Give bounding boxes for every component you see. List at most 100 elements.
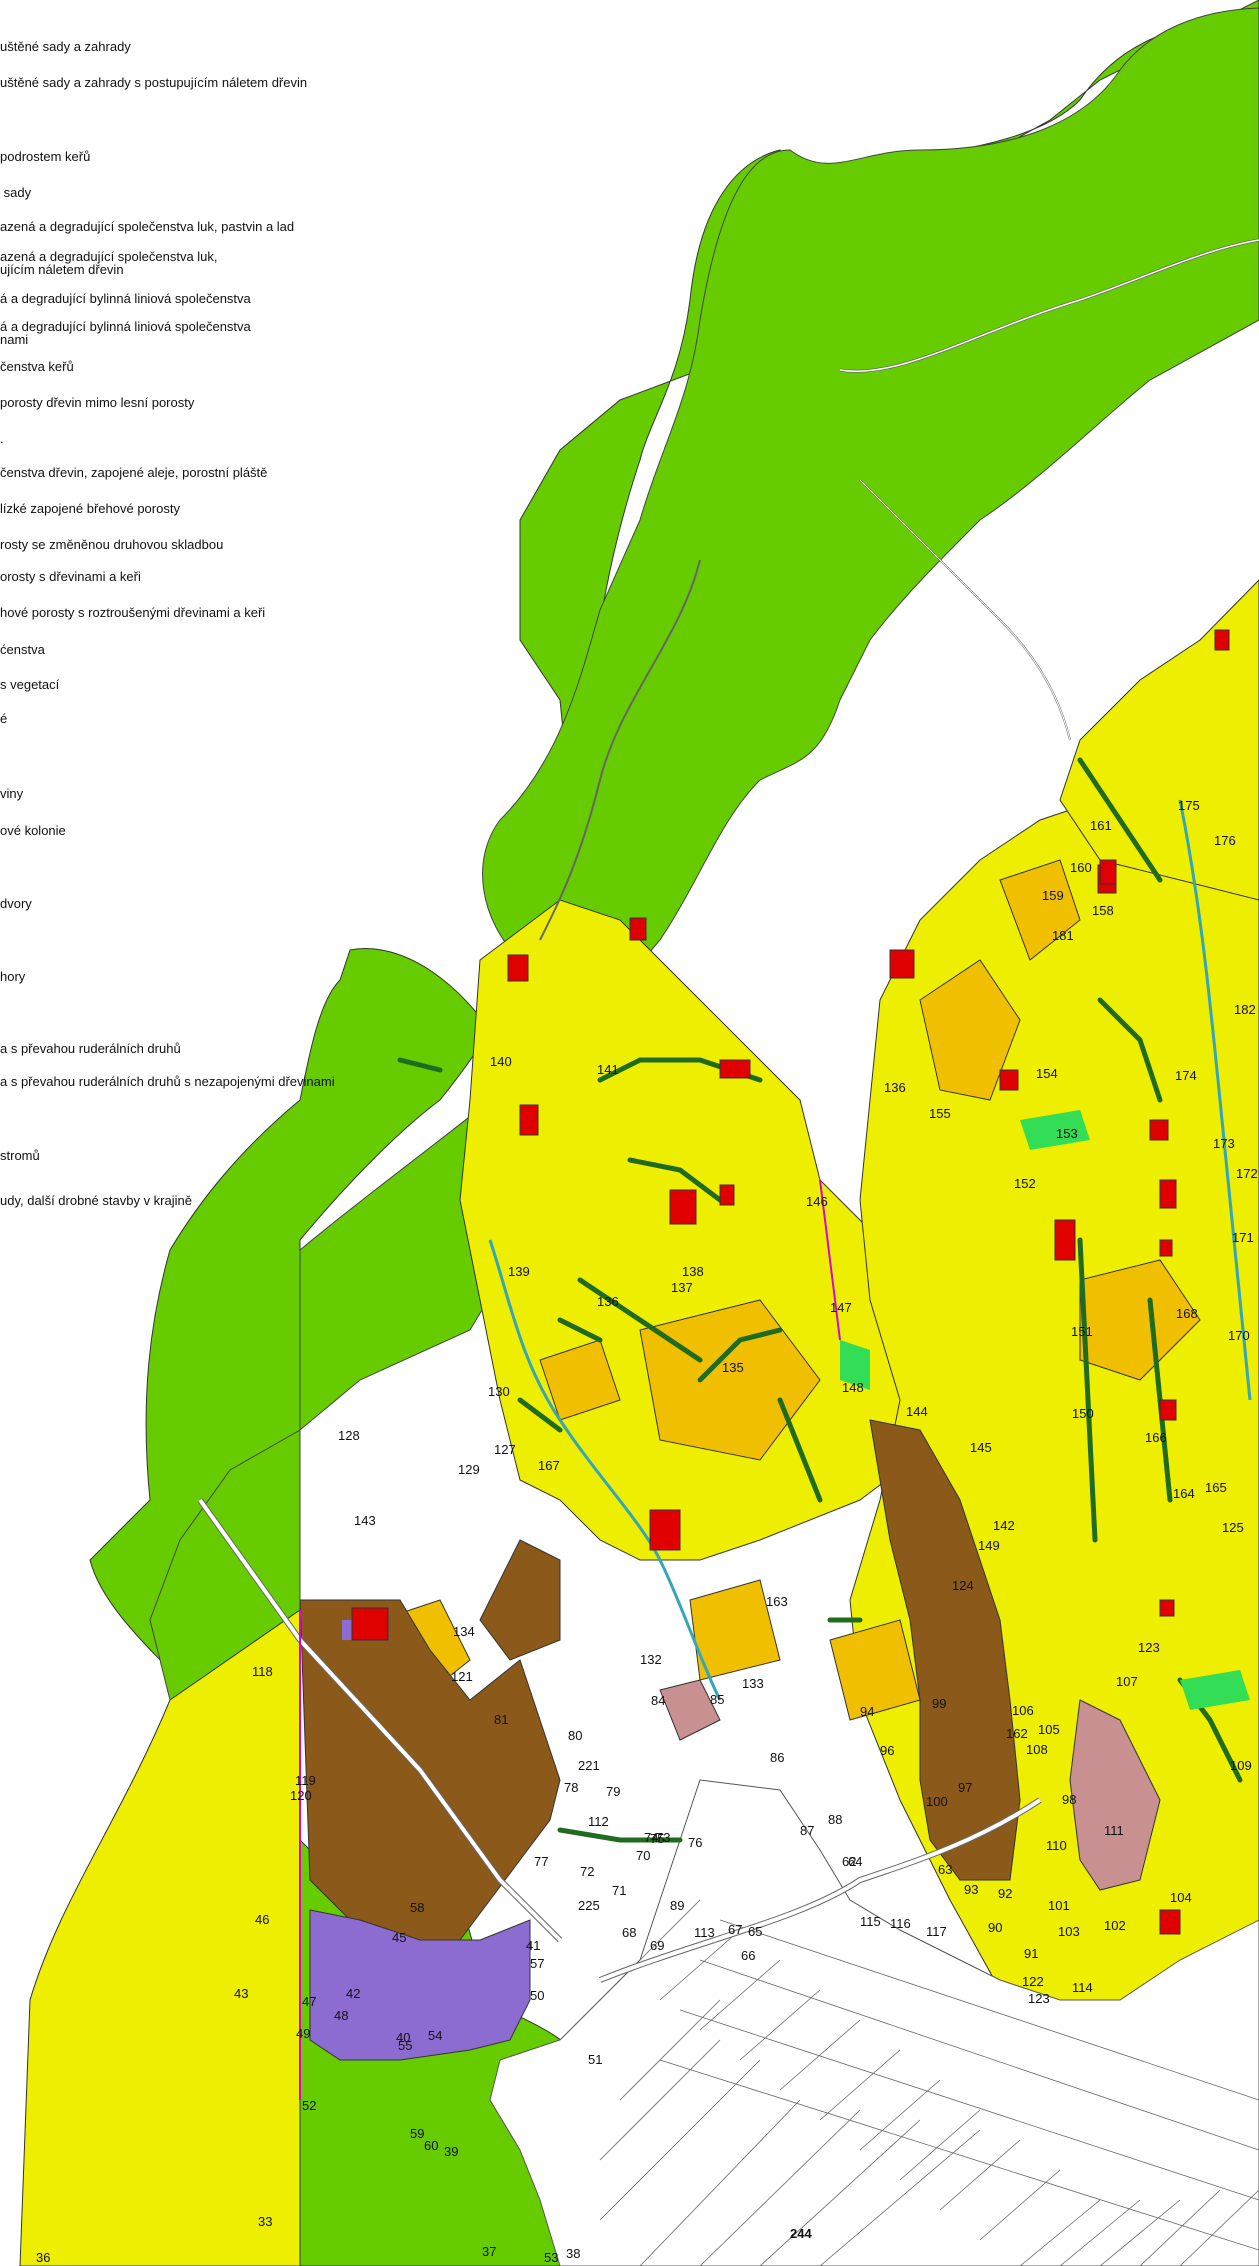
parcel-label: 121 xyxy=(451,1669,473,1684)
parcel-label: 124 xyxy=(952,1578,974,1593)
arable-field xyxy=(479,1539,561,1661)
legend-item: viny xyxy=(0,786,24,801)
parcel-label: 150 xyxy=(1072,1406,1094,1421)
parcel-label: 87 xyxy=(800,1823,814,1838)
meadow-area xyxy=(19,1609,301,2266)
parcel-label: 105 xyxy=(1038,1722,1060,1737)
legend-item: ové kolonie xyxy=(0,823,66,838)
legend-item: dvory xyxy=(0,896,32,911)
parcel-label: 62 xyxy=(842,1854,856,1869)
legend-item: . xyxy=(0,431,4,446)
parcel-label: 38 xyxy=(566,2246,580,2261)
parcel-label: 86 xyxy=(770,1750,784,1765)
parcel-label: 164 xyxy=(1173,1486,1195,1501)
parcel-label: 78 xyxy=(564,1780,578,1795)
parcel-label: 67 xyxy=(728,1922,742,1937)
legend-item: uštěné sady a zahrady s postupujícím nál… xyxy=(0,75,308,90)
buildings xyxy=(351,629,1230,1935)
legend-item: ćenstva xyxy=(0,642,45,657)
parcel-label: 108 xyxy=(1026,1742,1048,1757)
parcel-label: 148 xyxy=(842,1380,864,1395)
parcel-label: 221 xyxy=(578,1758,600,1773)
parcel-label: 158 xyxy=(1092,903,1114,918)
parcel-label: 140 xyxy=(490,1054,512,1069)
parcel-label: 120 xyxy=(290,1788,312,1803)
parcel-label: 81 xyxy=(494,1712,508,1727)
parcel-label: 109 xyxy=(1230,1758,1252,1773)
parcel-label: 174 xyxy=(1175,1068,1197,1083)
parcel-label: 90 xyxy=(988,1920,1002,1935)
roads xyxy=(197,238,1259,1983)
parcel-label: 101 xyxy=(1048,1898,1070,1913)
orchard-patch xyxy=(999,859,1081,961)
parcel-label: 36 xyxy=(36,2250,50,2265)
pink-patch xyxy=(659,1679,721,1741)
parcel-label: 136 xyxy=(597,1294,619,1309)
parcel-label: 68 xyxy=(622,1925,636,1940)
parcel-label: 102 xyxy=(1104,1918,1126,1933)
parcel-label: 41 xyxy=(526,1938,540,1953)
pink-patch xyxy=(1069,1699,1161,1891)
legend-item: podrostem keřů xyxy=(0,149,91,164)
parcel-label: 47 xyxy=(302,1994,316,2009)
parcel-label: 181 xyxy=(1052,928,1074,943)
parcel-label: 91 xyxy=(1024,1946,1038,1961)
parcel-label: 66 xyxy=(741,1948,755,1963)
parcel-label: 89 xyxy=(670,1898,684,1913)
parcel-label: 117 xyxy=(926,1924,947,1939)
street-label: 244 xyxy=(790,2226,812,2241)
parcel-label: 57 xyxy=(530,1956,544,1971)
parcel-label: 74 xyxy=(644,1830,658,1845)
parcel-label: 151 xyxy=(1071,1324,1093,1339)
parcel-label: 45 xyxy=(392,1930,406,1945)
light-green-patch xyxy=(1020,1110,1090,1150)
light-green-patch xyxy=(840,1340,870,1390)
parcel-label: 84 xyxy=(651,1693,665,1708)
parcel-label: 42 xyxy=(346,1986,360,2001)
parcel-label: 52 xyxy=(302,2098,316,2113)
parcel-label: 49 xyxy=(296,2026,310,2041)
parcel-label: 106 xyxy=(1012,1703,1034,1718)
parcel-label: 46 xyxy=(255,1912,269,1927)
legend-item: udy, další drobné stavby v krajině xyxy=(0,1193,192,1208)
orchard-patch xyxy=(539,1339,621,1421)
parcel-label: 175 xyxy=(1178,798,1200,813)
parcel-label: 64 xyxy=(848,1854,862,1869)
parcel-label: 152 xyxy=(1014,1176,1036,1191)
parcel-label: 145 xyxy=(970,1440,992,1455)
parcel-label: 99 xyxy=(932,1696,946,1711)
parcel-label: 110 xyxy=(1046,1838,1067,1853)
legend-item: porosty dřevin mimo lesní porosty xyxy=(0,395,195,410)
parcel-label: 73 xyxy=(656,1830,670,1845)
parcel-label: 70 xyxy=(636,1848,650,1863)
parcel-label: 48 xyxy=(334,2008,348,2023)
legend-item: hové porosty s roztroušenými dřevinami a… xyxy=(0,605,266,620)
parcel-label: 168 xyxy=(1176,1306,1198,1321)
light-green-patch xyxy=(1180,1670,1250,1710)
parcel-label: 176 xyxy=(1214,833,1236,848)
parcel-label: 93 xyxy=(964,1882,978,1897)
legend-item: orosty s dřevinami a keři xyxy=(0,569,141,584)
village-built-up-area xyxy=(489,1779,1259,2266)
parcel-label: 43 xyxy=(234,1986,248,2001)
legend: uštěné sady a zahrady uštěné sady a zahr… xyxy=(0,0,420,1230)
parcel-label: 122 xyxy=(1022,1974,1044,1989)
parcel-label: 130 xyxy=(488,1384,510,1399)
parcel-label: 111 xyxy=(1104,1823,1124,1838)
stream xyxy=(1178,799,1252,1401)
parcel-label: 118 xyxy=(252,1664,273,1679)
parcel-label: 119 xyxy=(295,1773,316,1788)
legend-item: s vegetací xyxy=(0,677,60,692)
parcel-label: 153 xyxy=(1056,1126,1078,1141)
parcel-label: 115 xyxy=(860,1914,881,1929)
parcel-label: 88 xyxy=(828,1812,842,1827)
parcel-label: 146 xyxy=(806,1194,828,1209)
parcel-label: 171 xyxy=(1232,1230,1254,1245)
magenta-line xyxy=(819,1179,841,1341)
parcel-label: 172 xyxy=(1236,1166,1258,1181)
parcel-label: 103 xyxy=(1058,1924,1080,1939)
parcel-label: 112 xyxy=(588,1814,609,1829)
legend-item: a s převahou ruderálních druhů s nezapoj… xyxy=(0,1074,335,1089)
legend-item: sady xyxy=(0,185,32,200)
